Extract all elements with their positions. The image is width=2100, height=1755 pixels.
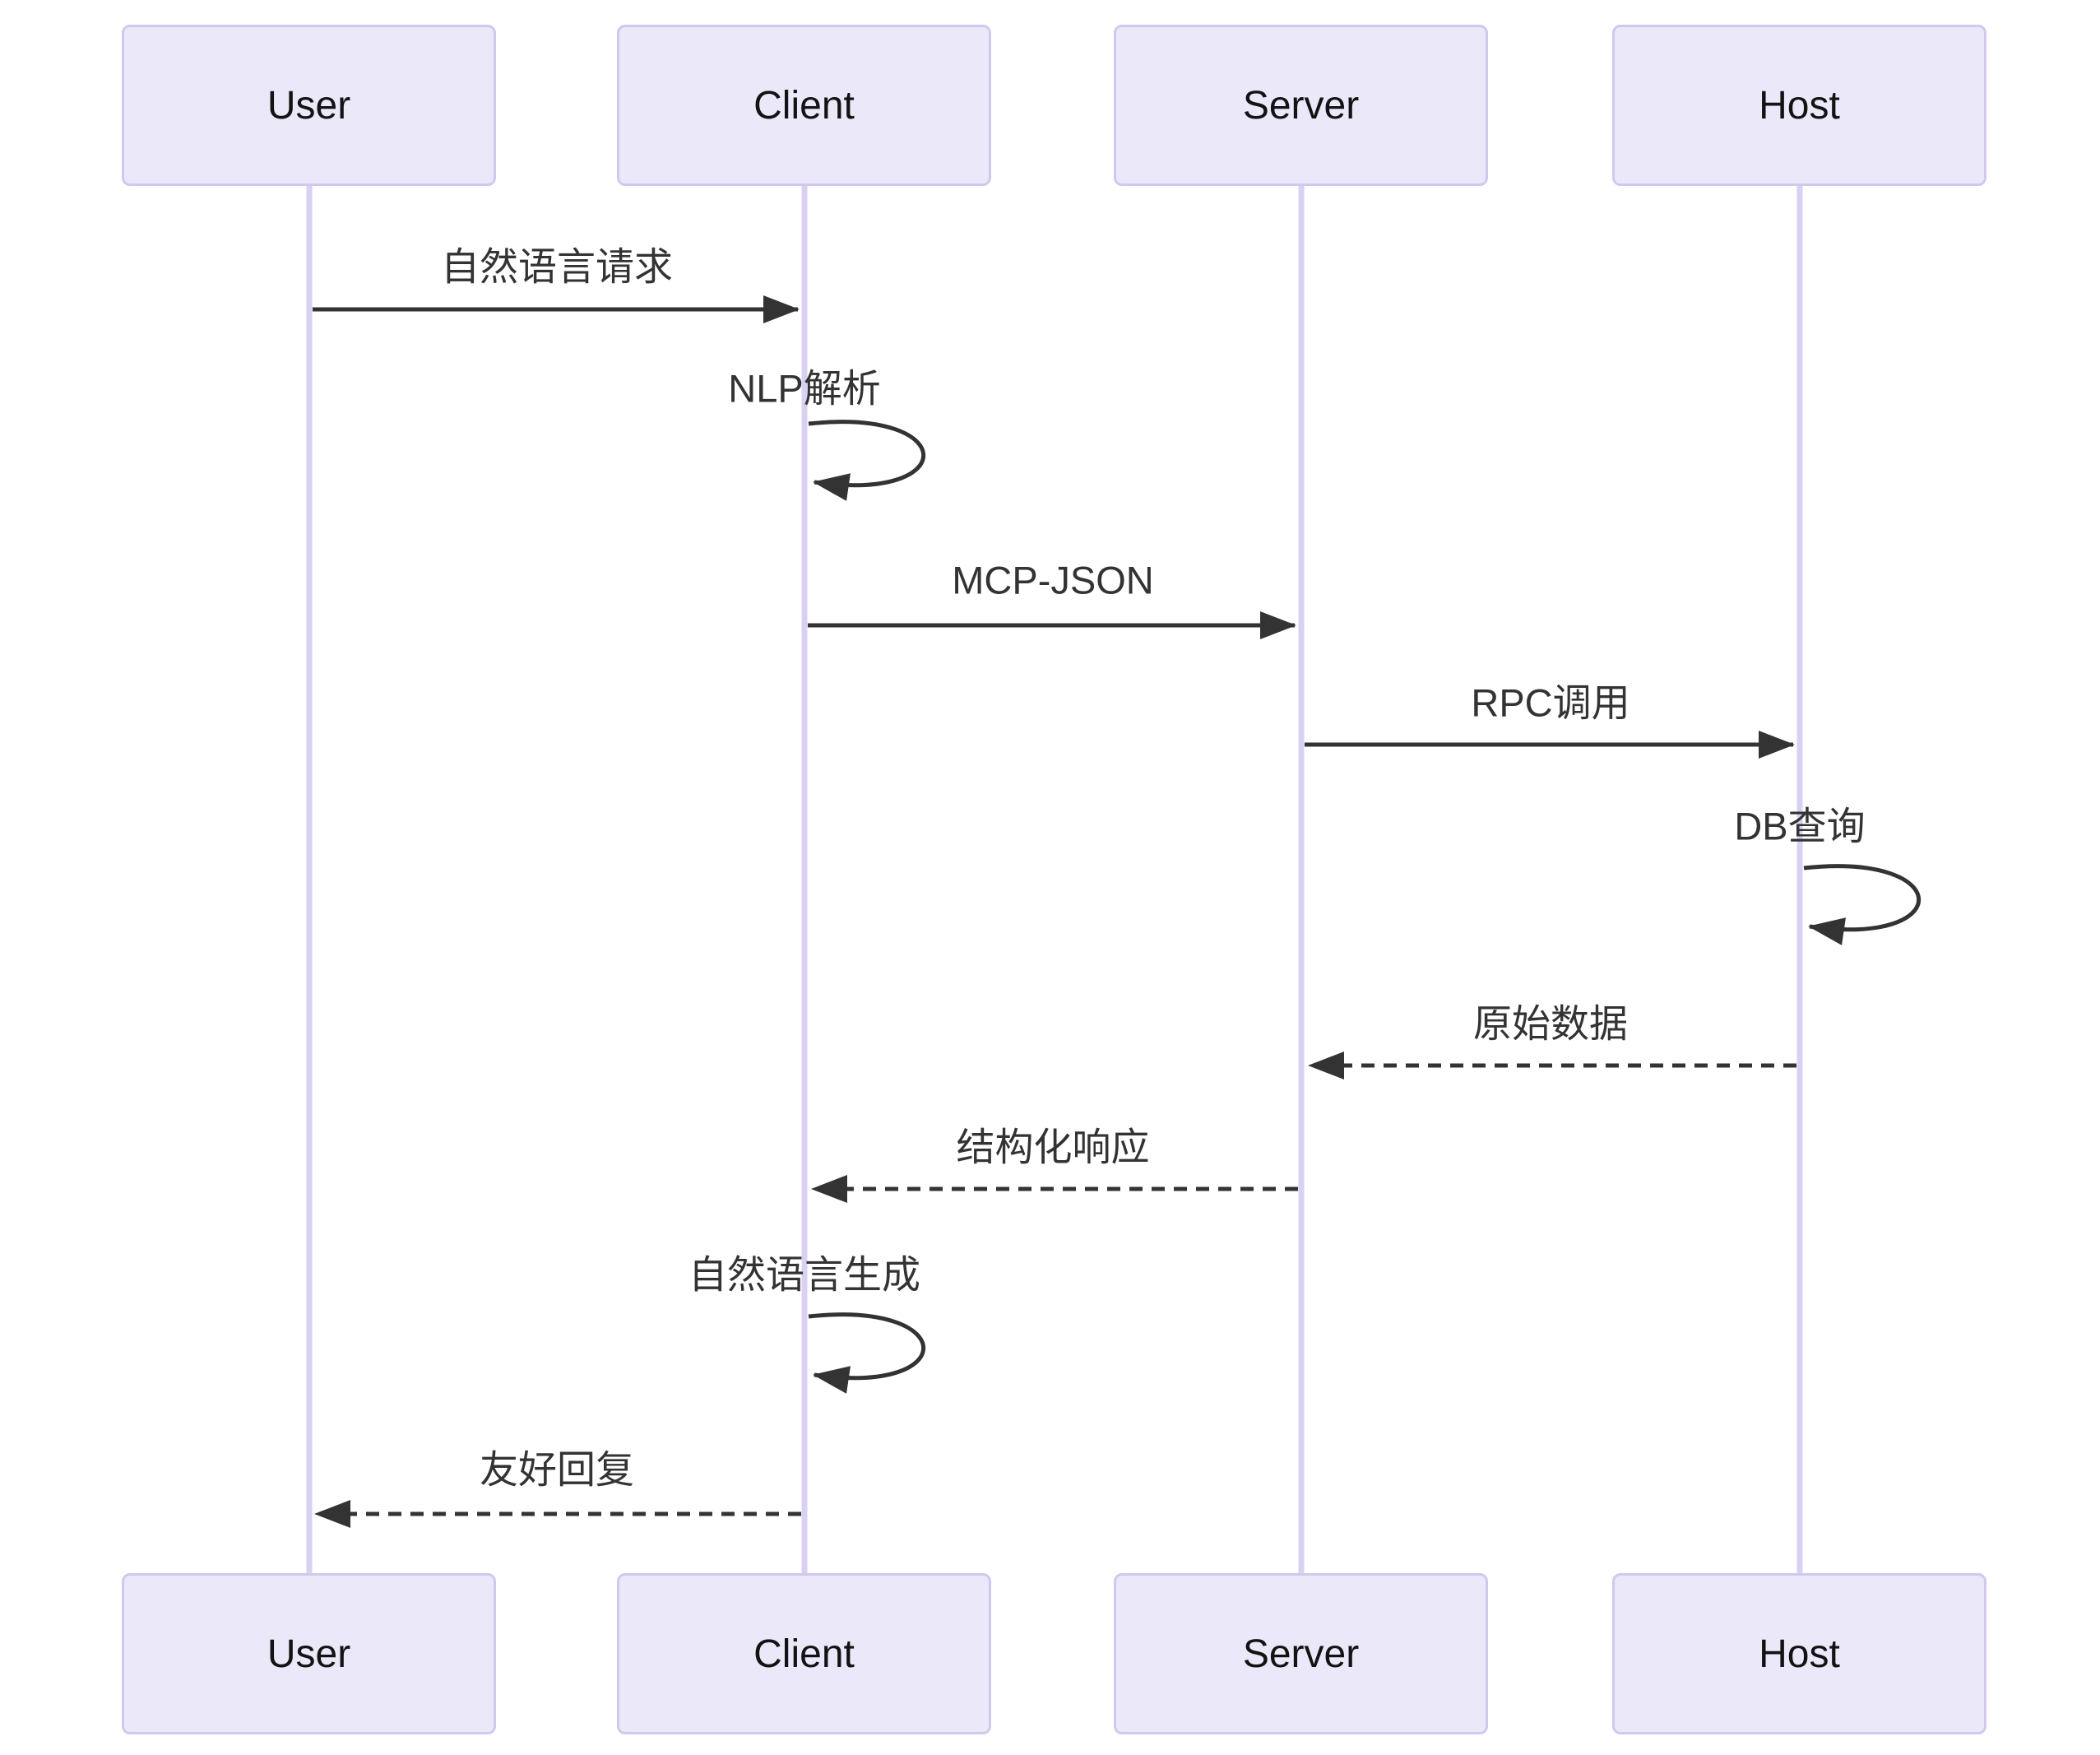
actor-box-host-top: Host xyxy=(1612,25,1986,186)
self-loop-client-nlg xyxy=(808,1312,926,1394)
actor-box-server-bottom: Server xyxy=(1114,1573,1488,1734)
actor-box-user-bottom: User xyxy=(122,1573,496,1734)
actor-box-client-bottom: Client xyxy=(617,1573,991,1734)
message-label-db-query: DB查询 xyxy=(1734,804,1866,848)
message-label-friendly-reply: 友好回复 xyxy=(480,1447,634,1492)
actor-box-host-bottom: Host xyxy=(1612,1573,1986,1734)
message-label-mcp-json: MCP-JSON xyxy=(952,558,1154,602)
actor-box-server-top: Server xyxy=(1114,25,1488,186)
actor-box-client-top: Client xyxy=(617,25,991,186)
message-label-rpc-call: RPC调用 xyxy=(1471,680,1630,725)
self-loop-client-nlp xyxy=(808,420,926,501)
actor-box-user-top: User xyxy=(122,25,496,186)
message-label-natural-language-request: 自然语言请求 xyxy=(441,244,673,289)
message-label-raw-data: 原始数据 xyxy=(1473,1001,1628,1046)
message-label-nlp-parse: NLP解析 xyxy=(728,366,881,411)
self-loop-host-db xyxy=(1803,864,1922,945)
message-label-structured-response: 结构化响应 xyxy=(956,1125,1150,1169)
message-label-natural-language-generate: 自然语言生成 xyxy=(688,1252,920,1297)
